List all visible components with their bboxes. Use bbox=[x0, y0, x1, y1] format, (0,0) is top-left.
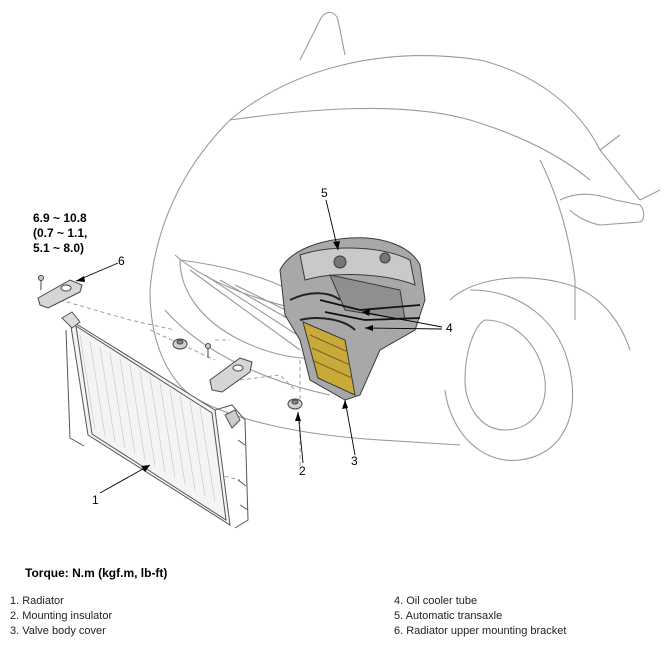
legend-item-oil-cooler-tube: 4. Oil cooler tube bbox=[394, 595, 478, 607]
radiator-fins bbox=[79, 334, 216, 503]
legend-item-valve-body-cover: 3. Valve body cover bbox=[10, 625, 106, 637]
legend-item-automatic-transaxle: 5. Automatic transaxle bbox=[394, 610, 503, 622]
leader-arrows bbox=[76, 241, 373, 472]
callout-5: 5 bbox=[321, 186, 328, 200]
legend-item-radiator: 1. Radiator bbox=[10, 595, 64, 607]
legend-right-column: 4. Oil cooler tube 5. Automatic transaxl… bbox=[394, 594, 566, 639]
upper-mounting-bracket-left bbox=[37, 275, 83, 309]
torque-spec-line-1: 6.9 ~ 10.8 bbox=[33, 211, 87, 225]
callout-3: 3 bbox=[351, 454, 358, 468]
torque-spec-line-2: (0.7 ~ 1.1, bbox=[33, 226, 88, 240]
upper-mounting-bracket-right bbox=[205, 343, 253, 393]
callout-6: 6 bbox=[118, 254, 125, 268]
vehicle-outline bbox=[149, 11, 661, 461]
mounting-insulators bbox=[172, 338, 303, 410]
callout-4: 4 bbox=[446, 321, 453, 335]
oil-cooler-tubes bbox=[319, 299, 421, 321]
torque-heading: Torque: N.m (kgf.m, lb-ft) bbox=[25, 566, 168, 580]
torque-spec-line-3: 5.1 ~ 8.0) bbox=[33, 241, 85, 255]
callout-2: 2 bbox=[299, 464, 306, 478]
legend-item-radiator-upper-mounting-bracket: 6. Radiator upper mounting bracket bbox=[394, 625, 567, 637]
torque-spec: 6.9 ~ 10.8 (0.7 ~ 1.1, 5.1 ~ 8.0) bbox=[33, 211, 87, 256]
exploded-view-diagram bbox=[37, 11, 661, 529]
valve-body-cover bbox=[302, 321, 356, 396]
legend-item-mounting-insulator: 2. Mounting insulator bbox=[10, 610, 113, 622]
legend-left-column: 1. Radiator 2. Mounting insulator 3. Val… bbox=[10, 594, 112, 639]
callout-1: 1 bbox=[92, 493, 99, 507]
radiator bbox=[61, 311, 249, 529]
